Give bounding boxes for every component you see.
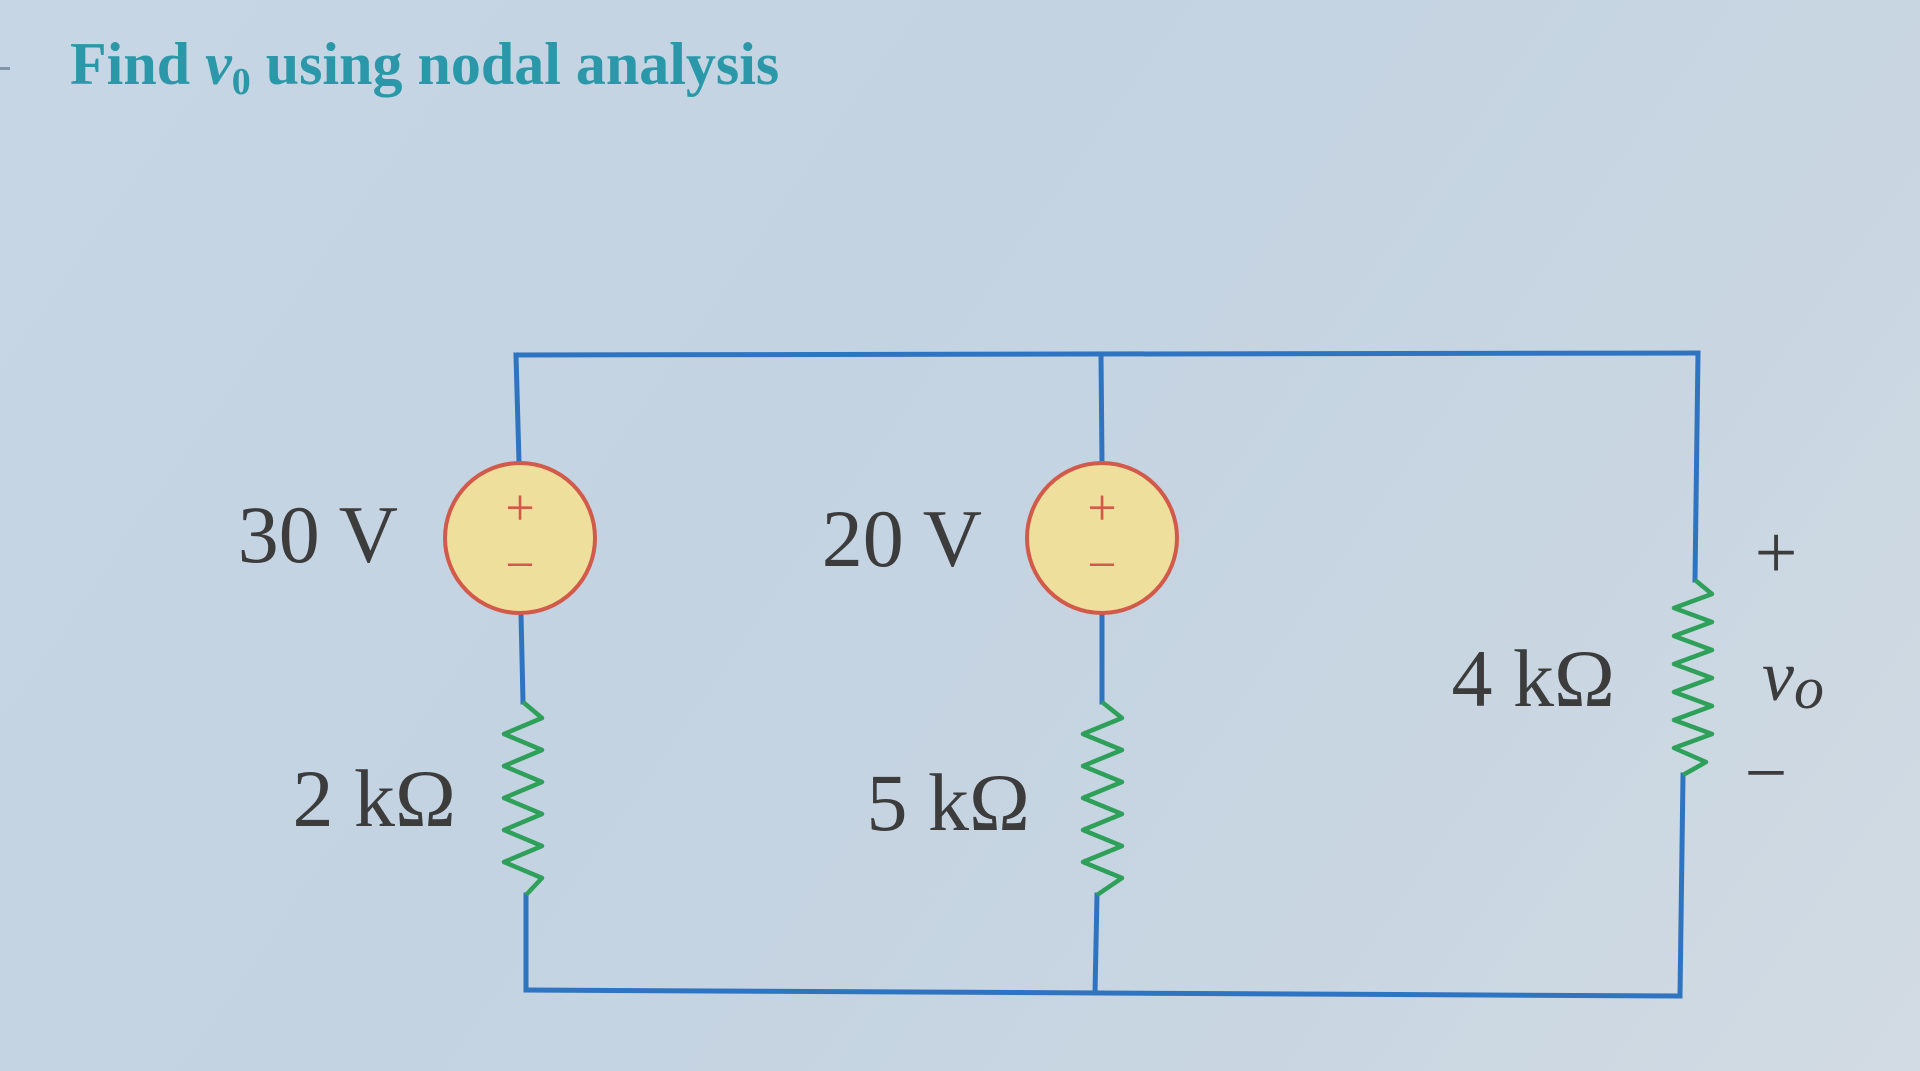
title-variable: v0 bbox=[205, 31, 251, 103]
title-subscript: 0 bbox=[231, 61, 251, 103]
resistors bbox=[501, 578, 1715, 897]
wire-right-upper bbox=[1692, 350, 1701, 583]
resistor-5k-zigzag bbox=[1080, 700, 1125, 897]
source-20v-label: 20 V bbox=[822, 493, 982, 584]
wire-middle-upper bbox=[1098, 352, 1105, 465]
bullet-dash bbox=[0, 67, 10, 70]
wire-bottom bbox=[523, 987, 1683, 999]
wire-right-lower bbox=[1677, 772, 1686, 999]
resistor-4k-label: 4 kΩ bbox=[1452, 633, 1615, 724]
resistor-2k-label: 2 kΩ bbox=[293, 753, 456, 844]
resistor-2k-zigzag bbox=[501, 700, 545, 897]
title-suffix: using nodal analysis bbox=[265, 31, 780, 97]
source-30v-minus-sign: − bbox=[505, 537, 534, 594]
title-prefix: Find bbox=[70, 31, 191, 97]
source-30v-label: 30 V bbox=[238, 489, 398, 580]
output-plus-sign: + bbox=[1755, 511, 1798, 595]
resistor-5k-label: 5 kΩ bbox=[867, 757, 1030, 848]
source-30v-plus-sign: + bbox=[505, 480, 534, 537]
wire-top bbox=[513, 350, 1701, 358]
wire-left-middle bbox=[518, 611, 526, 705]
voltage-source-20v: + − bbox=[1025, 461, 1179, 615]
resistor-4k-zigzag bbox=[1671, 578, 1715, 777]
wires bbox=[513, 350, 1701, 999]
output-voltage-label: vo bbox=[1762, 636, 1824, 721]
source-20v-minus-sign: − bbox=[1087, 537, 1116, 594]
wire-left-upper bbox=[513, 352, 522, 465]
problem-title: Find v0 using nodal analysis bbox=[70, 28, 779, 106]
voltage-source-30v: + − bbox=[443, 461, 597, 615]
source-20v-plus-sign: + bbox=[1087, 480, 1116, 537]
wire-middle-lower bbox=[1092, 892, 1100, 996]
output-minus-sign: − bbox=[1745, 731, 1788, 815]
